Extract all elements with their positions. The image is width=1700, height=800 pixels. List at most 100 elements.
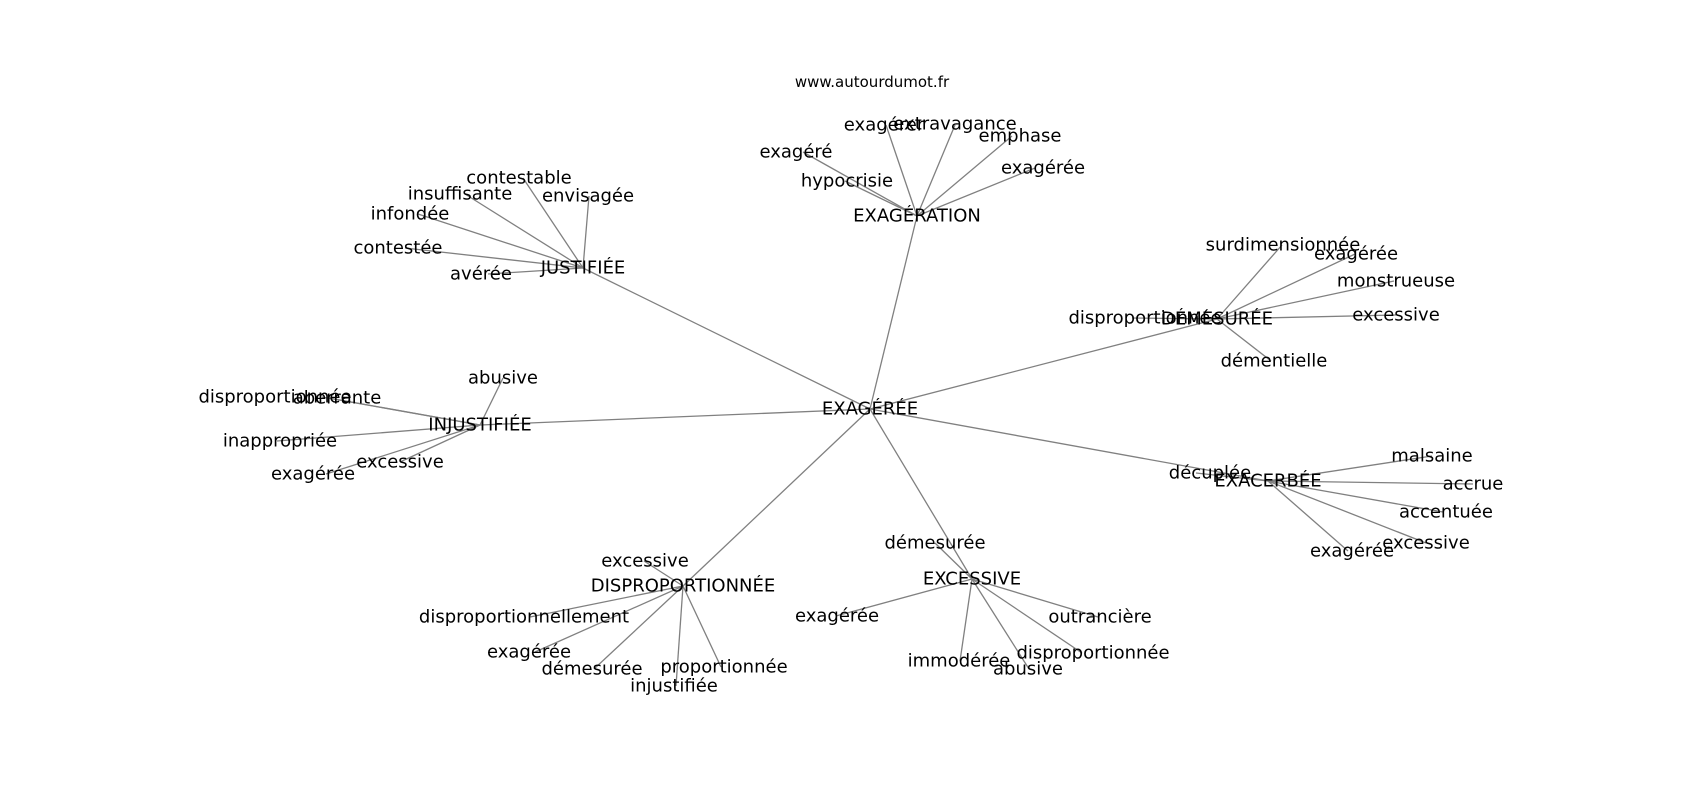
edge-hub-leaf — [522, 177, 584, 269]
edge-hub-leaf — [534, 585, 684, 653]
edge-hub-leaf — [325, 424, 481, 475]
source-url[interactable]: www.autourdumot.fr — [795, 73, 950, 91]
edge-hub-leaf — [399, 424, 481, 463]
edge-hub-leaf — [971, 578, 1030, 670]
graph-labels: www.autourdumot.fr EXAGÉRÉE exagérerextra… — [198, 73, 1503, 697]
graph-edges — [276, 124, 1474, 687]
edge-hub-leaf — [1216, 244, 1283, 320]
leaf-node-label: exagérée — [271, 464, 355, 485]
edge-hub-leaf — [885, 124, 918, 217]
hub-node-label: EXACERBÉE — [1214, 470, 1321, 492]
leaf-node-label: envisagée — [542, 186, 634, 207]
leaf-node-label: exagérée — [1310, 541, 1394, 562]
leaf-node-label: excessive — [1352, 305, 1440, 326]
leaf-node-label: démentielle — [1221, 351, 1328, 372]
hub-node-label: INJUSTIFIÉE — [428, 414, 531, 436]
edge-center-hub — [479, 408, 871, 426]
edge-hub-leaf — [593, 585, 684, 670]
edge-center-hub — [682, 408, 871, 587]
edge-hub-leaf — [1216, 253, 1356, 320]
leaf-node-label: contestable — [466, 168, 571, 189]
leaf-node-label: monstrueuse — [1337, 271, 1455, 292]
leaf-node-label: décuplée — [1169, 463, 1251, 484]
leaf-node-label: démesurée — [884, 533, 985, 554]
leaf-node-label: disproportionnellement — [419, 607, 629, 628]
edge-hub-leaf — [643, 560, 684, 587]
edge-hub-leaf — [464, 193, 584, 269]
edge-hub-leaf — [1216, 318, 1272, 362]
edge-hub-leaf — [1267, 455, 1433, 482]
leaf-node-label: malsaine — [1391, 446, 1472, 467]
leaf-node-label: exagéré — [759, 142, 832, 163]
leaf-node-label: abusive — [993, 659, 1063, 680]
leaf-node-label: extravagance — [893, 114, 1016, 135]
edge-hub-leaf — [916, 135, 1013, 217]
edge-hub-leaf — [835, 578, 973, 617]
edge-center-hub — [869, 408, 973, 580]
leaf-node-label: outrancière — [1048, 607, 1151, 628]
edge-hub-leaf — [675, 585, 684, 687]
leaf-node-label: démesurée — [541, 659, 642, 680]
leaf-node-label: abusive — [468, 368, 538, 389]
edge-hub-leaf — [959, 578, 973, 662]
leaf-node-label: excessive — [1382, 533, 1470, 554]
leaf-node-label: hypocrisie — [801, 171, 893, 192]
leaf-node-label: exagérée — [1314, 244, 1398, 265]
edge-hub-leaf — [1267, 480, 1474, 485]
leaf-node-label: accrue — [1443, 474, 1504, 495]
hub-node-label: JUSTIFIÉE — [540, 257, 626, 279]
leaf-node-label: accentuée — [1399, 502, 1493, 523]
edge-hub-leaf — [276, 424, 481, 442]
edge-hub-leaf — [417, 213, 584, 269]
leaf-node-label: avérée — [450, 264, 512, 285]
hub-node-label: DISPROPORTIONNÉE — [591, 575, 776, 597]
edge-hub-leaf — [1267, 480, 1349, 552]
leaf-node-label: exagérée — [487, 642, 571, 663]
leaf-node-label: exagérée — [795, 606, 879, 627]
leaf-node-label: aberrante — [293, 388, 382, 409]
edge-center-hub — [869, 408, 1269, 482]
edge-hub-leaf — [844, 180, 918, 217]
leaf-node-label: inappropriée — [223, 431, 337, 452]
edge-hub-leaf — [971, 578, 1099, 618]
edge-hub-leaf — [1267, 480, 1427, 544]
edge-hub-leaf — [1195, 472, 1269, 482]
leaf-node-label: proportionnée — [660, 657, 787, 678]
leaf-node-label: disproportionnée — [1068, 308, 1221, 329]
edge-hub-leaf — [328, 397, 481, 426]
edge-hub-leaf — [582, 195, 590, 269]
leaf-node-label: surdimensionnée — [1206, 235, 1361, 256]
edge-center-hub — [869, 318, 1218, 410]
edge-hub-leaf — [1267, 480, 1444, 513]
leaf-node-label: disproportionnée — [1016, 643, 1169, 664]
edge-center-hub — [582, 267, 871, 410]
leaf-node-label: disproportionnée — [198, 387, 351, 408]
edge-hub-leaf — [916, 124, 956, 217]
hub-node-label: EXCESSIVE — [923, 569, 1021, 590]
edge-hub-leaf — [529, 585, 684, 618]
leaf-node-label: excessive — [601, 551, 689, 572]
edge-hub-leaf — [479, 377, 504, 426]
hub-node-label: EXAGÉRATION — [853, 205, 981, 227]
edge-hub-leaf — [934, 542, 973, 580]
edge-hub-leaf — [802, 151, 918, 217]
edge-center-hub — [869, 215, 918, 410]
leaf-node-label: immodérée — [908, 651, 1011, 672]
leaf-node-label: insuffisante — [408, 184, 513, 205]
leaf-node-label: contestée — [353, 238, 442, 259]
leaf-node-label: exagérer — [844, 115, 925, 136]
leaf-node-label: emphase — [979, 126, 1062, 147]
edge-hub-leaf — [487, 267, 584, 275]
leaf-node-label: injustifiée — [630, 676, 718, 697]
edge-hub-leaf — [1216, 280, 1395, 320]
edge-hub-leaf — [1131, 317, 1218, 320]
center-node-label: EXAGÉRÉE — [822, 398, 918, 420]
leaf-node-label: exagérée — [1001, 158, 1085, 179]
leaf-node-label: infondée — [371, 204, 450, 225]
edge-hub-leaf — [682, 585, 722, 668]
edge-hub-leaf — [916, 167, 1036, 217]
hub-node-label: DÉMESURÉE — [1161, 308, 1273, 330]
edge-hub-leaf — [971, 578, 1083, 654]
leaf-node-label: excessive — [356, 452, 444, 473]
